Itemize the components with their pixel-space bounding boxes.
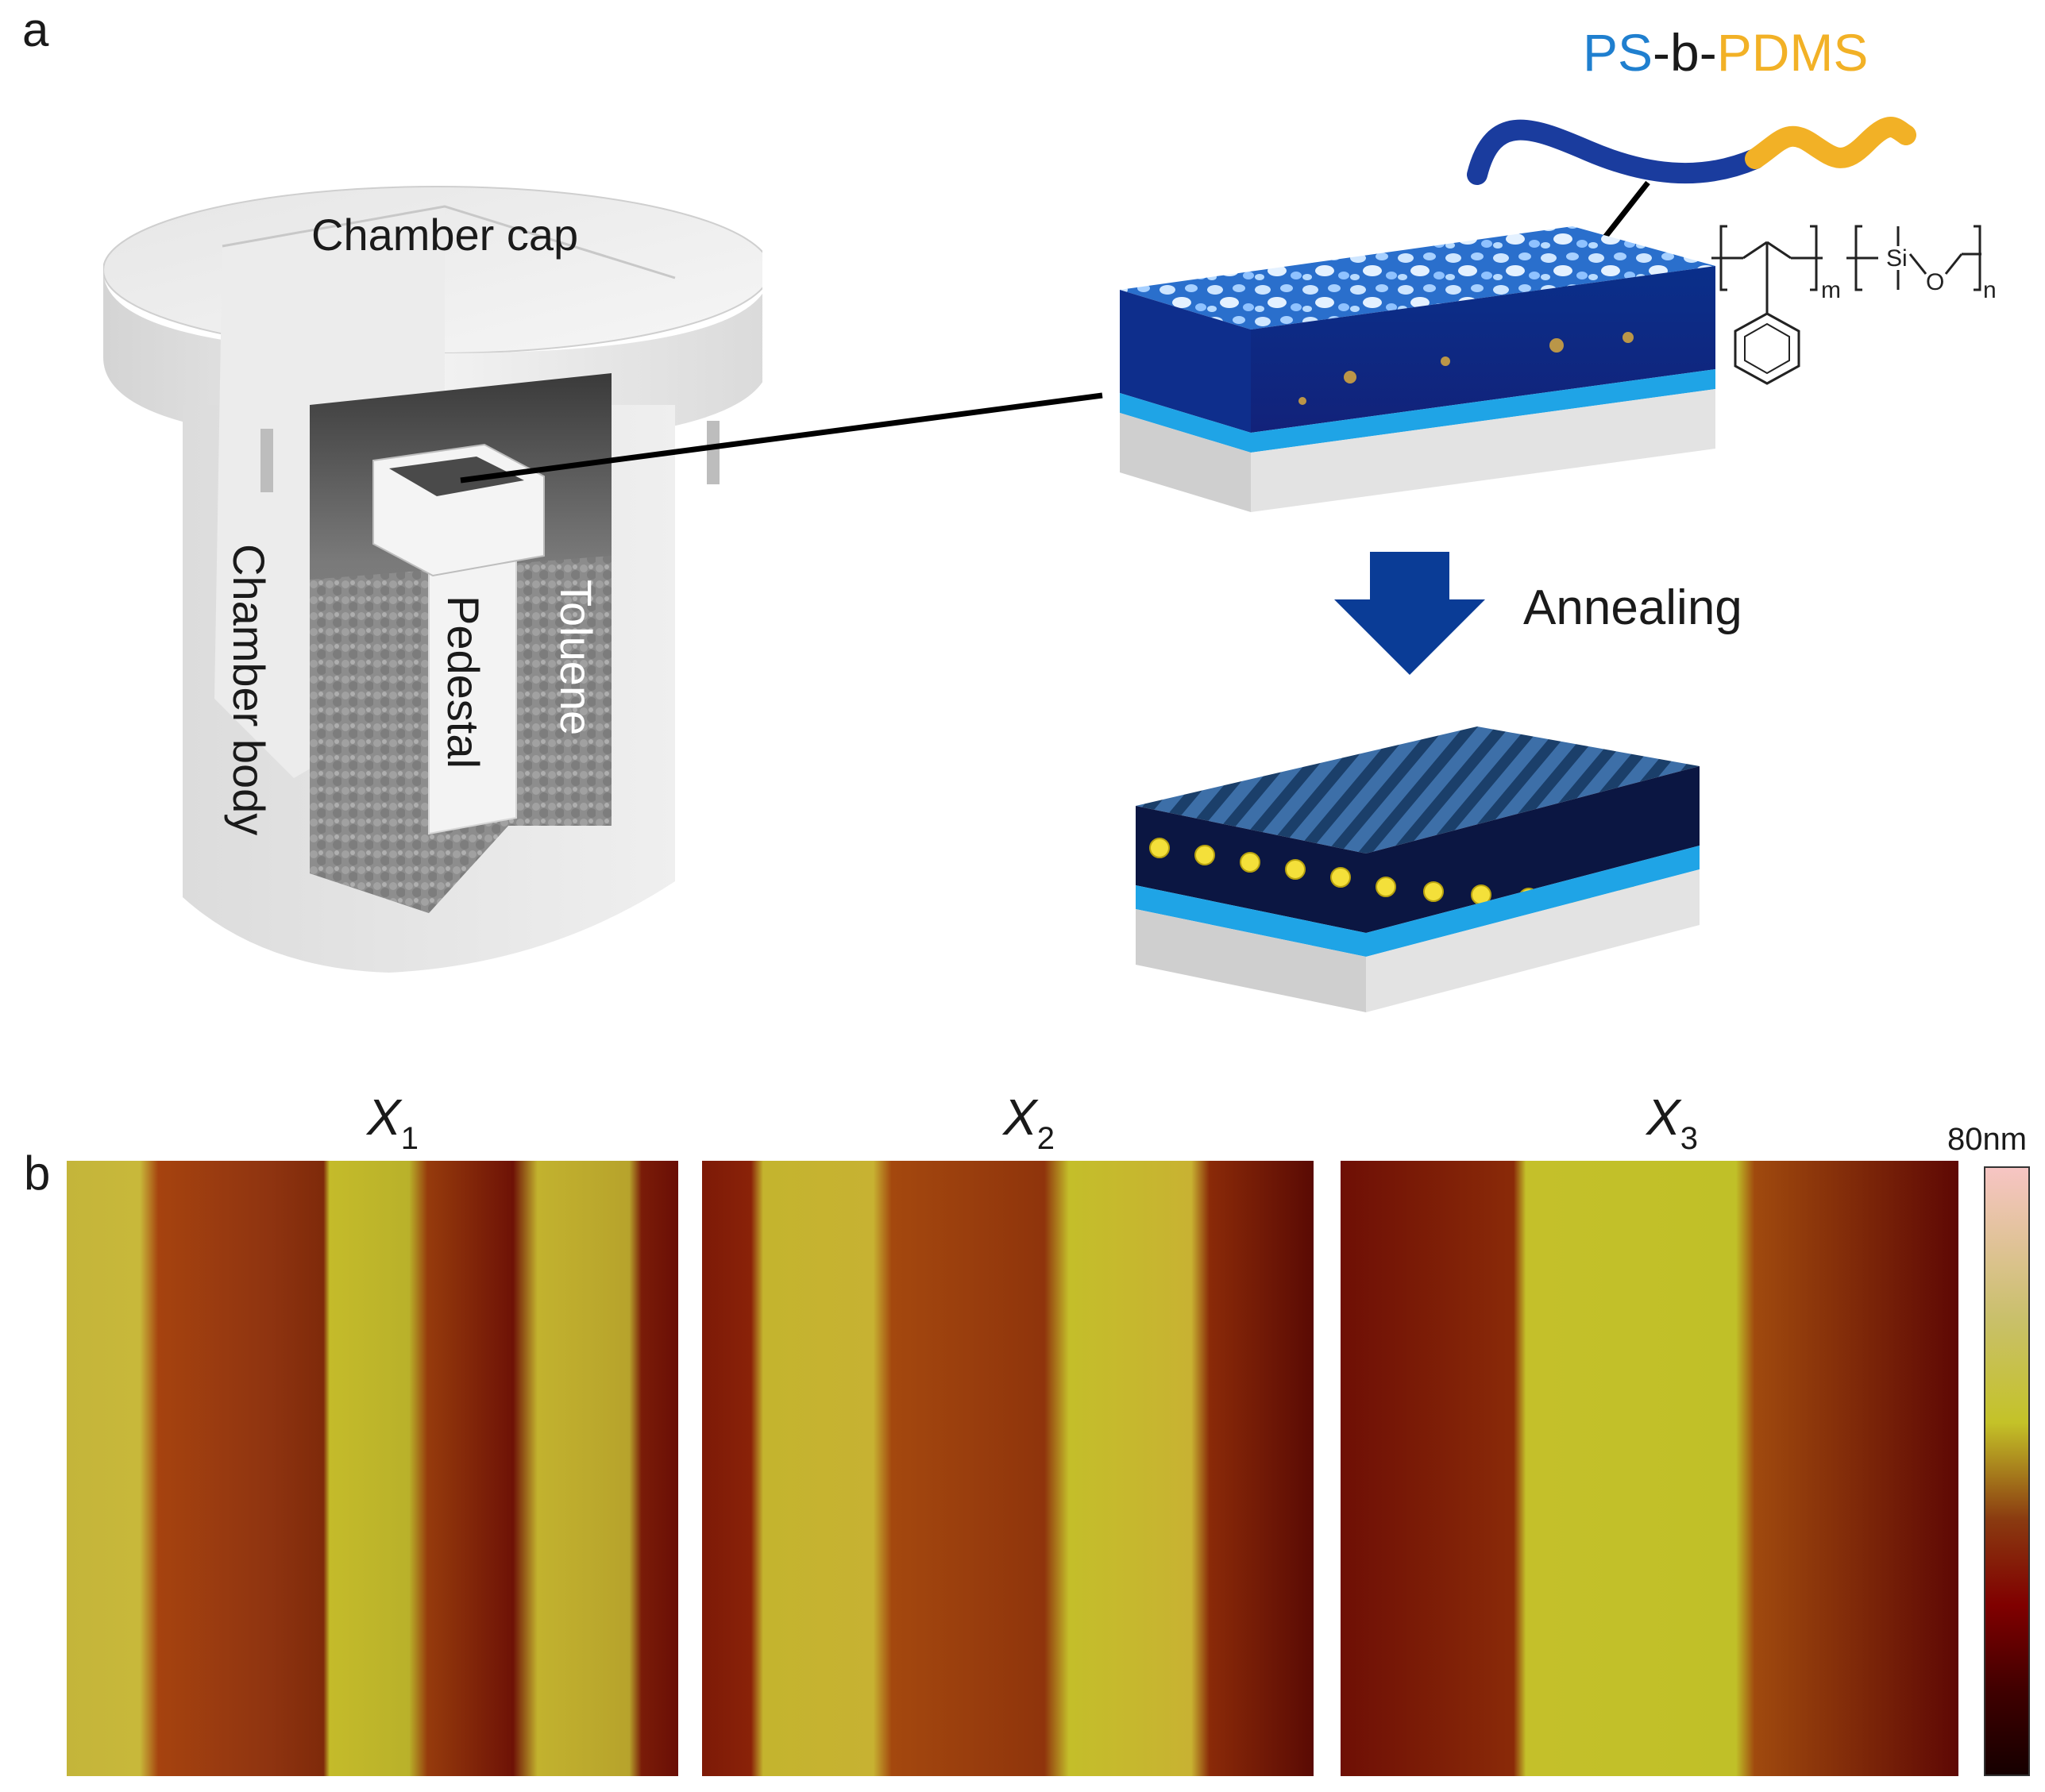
panel-b-letter: b xyxy=(24,1146,51,1200)
cap-slot-right xyxy=(707,421,720,484)
polymer-block1: PS xyxy=(1583,23,1653,82)
film-front-layer xyxy=(1120,290,1251,433)
substrate-front xyxy=(1251,389,1715,512)
substrate2-side xyxy=(1136,909,1366,1012)
formula-si: Si xyxy=(1886,245,1908,272)
formula-m: m xyxy=(1821,277,1841,303)
substrate2-front xyxy=(1366,869,1700,1012)
polymer-separator1: - xyxy=(1653,23,1671,82)
film-underlayer xyxy=(1120,369,1715,453)
pdms-block-chain xyxy=(1745,117,1916,169)
formula-o: O xyxy=(1926,269,1944,295)
map-title-x2-sub: 2 xyxy=(1036,1121,1055,1156)
polymer-block2: PDMS xyxy=(1716,23,1869,82)
map-title-x3: X3 xyxy=(1646,1092,1698,1154)
afm-map-x2 xyxy=(702,1161,1314,1776)
chamber-illustration xyxy=(103,186,762,973)
film-after-annealing xyxy=(1136,726,1700,1012)
cap-slot-left xyxy=(260,429,273,492)
polymer-middle: b xyxy=(1670,23,1700,82)
afm-map-x1 xyxy=(67,1161,678,1776)
film-top-surface xyxy=(1120,226,1715,329)
toluene-label: Toluene xyxy=(551,580,601,736)
map-title-x3-main: X xyxy=(1646,1089,1680,1146)
substrate-side xyxy=(1120,413,1251,512)
afm-map-x3 xyxy=(1341,1161,1958,1776)
cap-rim-line xyxy=(222,205,676,279)
polymer-separator2: - xyxy=(1699,23,1717,82)
connector-line xyxy=(460,392,1103,484)
colorbar xyxy=(1984,1166,2030,1776)
film2-underlayer xyxy=(1136,846,1700,957)
map-title-x2: X2 xyxy=(1003,1092,1055,1154)
polymer-chain-illustration xyxy=(1467,117,1916,185)
map-title-x1-sub: 1 xyxy=(400,1121,419,1156)
map-title-x1-main: X xyxy=(367,1089,401,1146)
pedestal-label: Pedestal xyxy=(438,595,488,769)
film2-front-face xyxy=(1136,766,1700,933)
colorbar-max-label: 80nm xyxy=(1947,1122,2028,1157)
pedestal-box-opening xyxy=(389,457,524,496)
ps-block-chain xyxy=(1467,119,1765,185)
map-title-x3-sub: 3 xyxy=(1680,1121,1698,1156)
polymer-name: PS-b-PDMS xyxy=(1583,22,1868,83)
film-front-face xyxy=(1251,266,1715,433)
chamber-body-label: Chamber body xyxy=(224,544,274,836)
film2-top-surface xyxy=(1136,726,1700,854)
film-before-annealing xyxy=(1120,226,1715,512)
chemical-formula: Si O m n xyxy=(1711,225,1997,385)
map-title-x1: X1 xyxy=(367,1092,419,1154)
chamber-cap-label: Chamber cap xyxy=(311,210,579,260)
map-title-x2-main: X xyxy=(1003,1089,1037,1146)
annealing-arrow xyxy=(1334,552,1485,675)
panel-a-letter: a xyxy=(22,3,49,56)
formula-n: n xyxy=(1983,277,1997,303)
colorbar-gradient xyxy=(1984,1166,2030,1776)
annealing-label: Annealing xyxy=(1523,580,1742,635)
